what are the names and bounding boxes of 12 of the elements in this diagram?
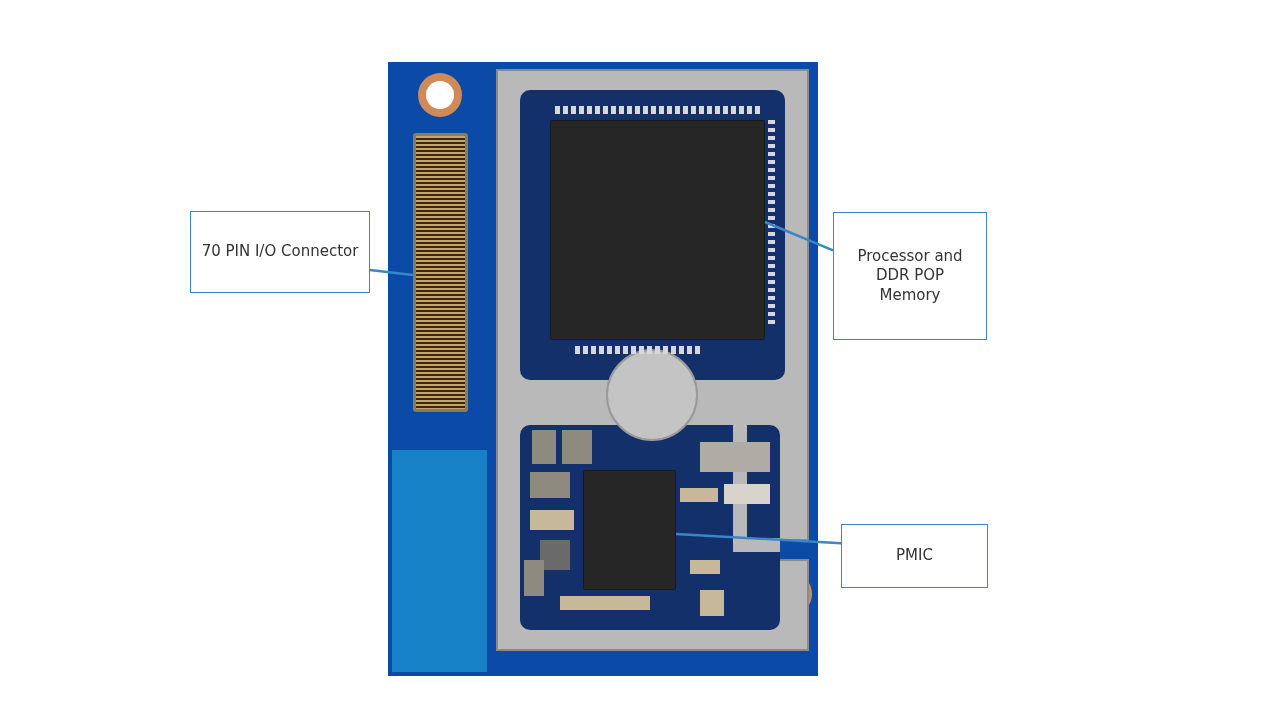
callout-box [190,211,370,293]
leader-line [764,220,834,252]
callout-label: 70 PIN I/O Connector [201,242,359,262]
chip [550,120,765,340]
callout-box [833,212,987,340]
callout-box [841,524,988,588]
leader-line [369,268,414,277]
leader-line [675,532,842,545]
callout-label: PMIC [896,546,933,566]
pin-connector [413,133,468,412]
callout-label: Processor and DDR POP Memory [856,246,964,306]
chip [583,470,676,590]
